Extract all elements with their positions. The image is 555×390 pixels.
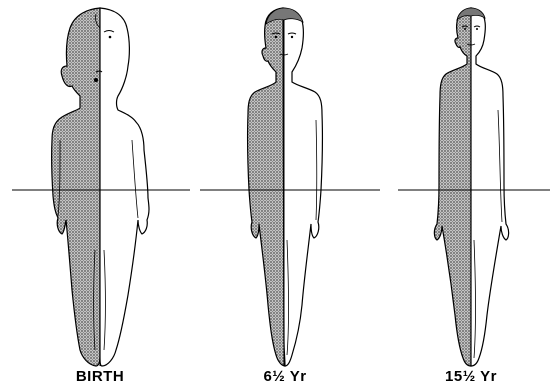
birth-shaded-half	[52, 8, 100, 366]
fifteen-year-white-half	[471, 8, 509, 366]
fifteen-and-half-year-figure	[434, 8, 508, 366]
birth-white-half	[100, 8, 149, 366]
six-and-half-year-figure	[248, 8, 323, 366]
fifteen-year-shaded-half	[434, 8, 471, 366]
caption-birth: BIRTH	[76, 368, 124, 385]
caption-fifteen-and-half-years: 15½ Yr	[445, 368, 497, 385]
six-year-shaded-half	[248, 8, 285, 366]
caption-six-and-half-years: 6½ Yr	[263, 368, 306, 385]
birth-figure	[52, 8, 149, 366]
